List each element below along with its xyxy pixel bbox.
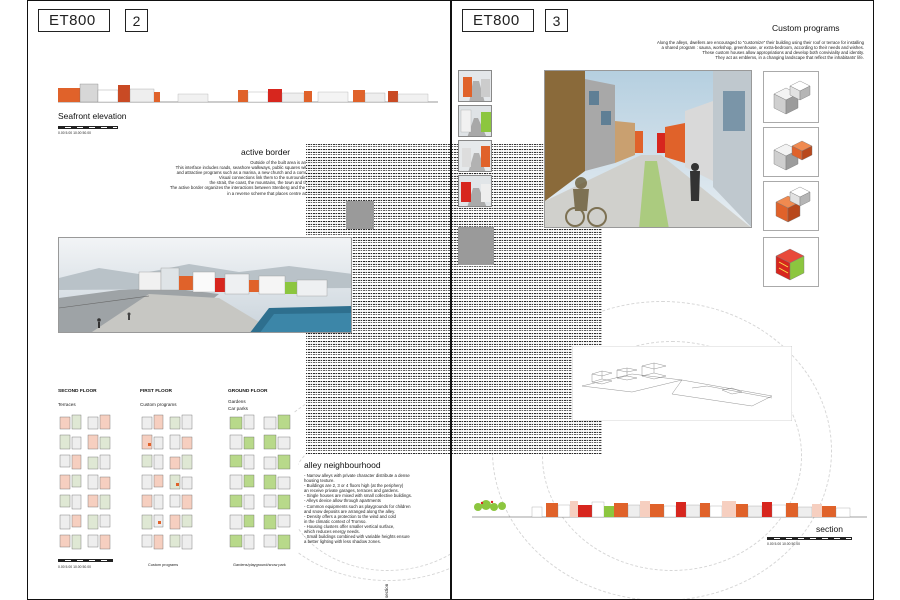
- floor-sub-second: Terraces: [58, 402, 76, 407]
- panel-number: 2: [125, 9, 148, 32]
- alley-heading: alley neighbourhood: [304, 460, 381, 470]
- alley-thumbnail: [458, 70, 492, 102]
- panel-title: ET800: [462, 9, 534, 32]
- section-scale-text: 0.00 5.00 10.00 50.00: [767, 542, 800, 546]
- alley-street-render: [544, 70, 752, 228]
- custom-program-cube: [763, 237, 819, 287]
- gray-block: [346, 201, 374, 229]
- floor-plan-second: [58, 413, 113, 553]
- custom-program-cube: [763, 127, 819, 177]
- plans-scale-text: 0.00 5.00 10.00 50.00: [58, 565, 91, 569]
- seafront-elevation-label: Seafront elevation: [58, 111, 127, 121]
- plans-scale-bar: [58, 559, 113, 562]
- active-border-heading: active border: [241, 147, 291, 157]
- section-marker: section: [384, 583, 389, 598]
- left-panel: ET800 2 Seafront elevation 0.00 5.00 10.…: [27, 0, 451, 600]
- scale-text: 0.00 5.00 10.00 50.00: [58, 131, 91, 135]
- panel-title: ET800: [38, 9, 110, 32]
- section-drawing: [472, 500, 867, 518]
- scale-bar: [58, 126, 118, 129]
- section-label: section: [816, 524, 843, 534]
- contour-line: [542, 341, 802, 571]
- custom-programs-heading: Custom programs: [772, 23, 840, 33]
- gray-block: [458, 227, 494, 265]
- section-scale-bar: [767, 537, 852, 540]
- seafront-elevation-drawing: [58, 83, 438, 103]
- caption-custom-programs: Custom programs: [148, 563, 179, 567]
- panel-number: 3: [545, 9, 568, 32]
- floor-sub-ground-2: Car parks: [228, 406, 248, 411]
- floor-label-second: SECOND FLOOR: [58, 389, 97, 394]
- custom-program-cube: [763, 181, 819, 231]
- alley-thumbnail: [458, 175, 492, 207]
- floor-label-first: FIRST FLOOR: [140, 389, 172, 394]
- caption-gardens: Gardens/playground/snow park: [233, 563, 286, 567]
- right-panel: ET800 3 Custom programs Along the alleys…: [451, 0, 874, 600]
- alley-text: - Narrow alleys with private character d…: [304, 473, 412, 545]
- floor-plan-first: [140, 413, 195, 553]
- alley-thumbnail: [458, 140, 492, 172]
- custom-programs-text: Along the alleys, dwellers are encourage…: [656, 40, 864, 61]
- seafront-render: [58, 237, 352, 333]
- floor-sub-ground: Gardens: [228, 399, 246, 404]
- active-border-text: Outside of the built area is an active b…: [169, 160, 333, 196]
- floor-sub-first: Custom programs: [140, 402, 177, 407]
- axonometric-wireframe: [572, 346, 792, 421]
- floor-plan-ground: [228, 413, 298, 553]
- alley-thumbnail: [458, 105, 492, 137]
- floor-label-ground: GROUND FLOOR: [228, 389, 268, 394]
- custom-program-cube: [763, 71, 819, 123]
